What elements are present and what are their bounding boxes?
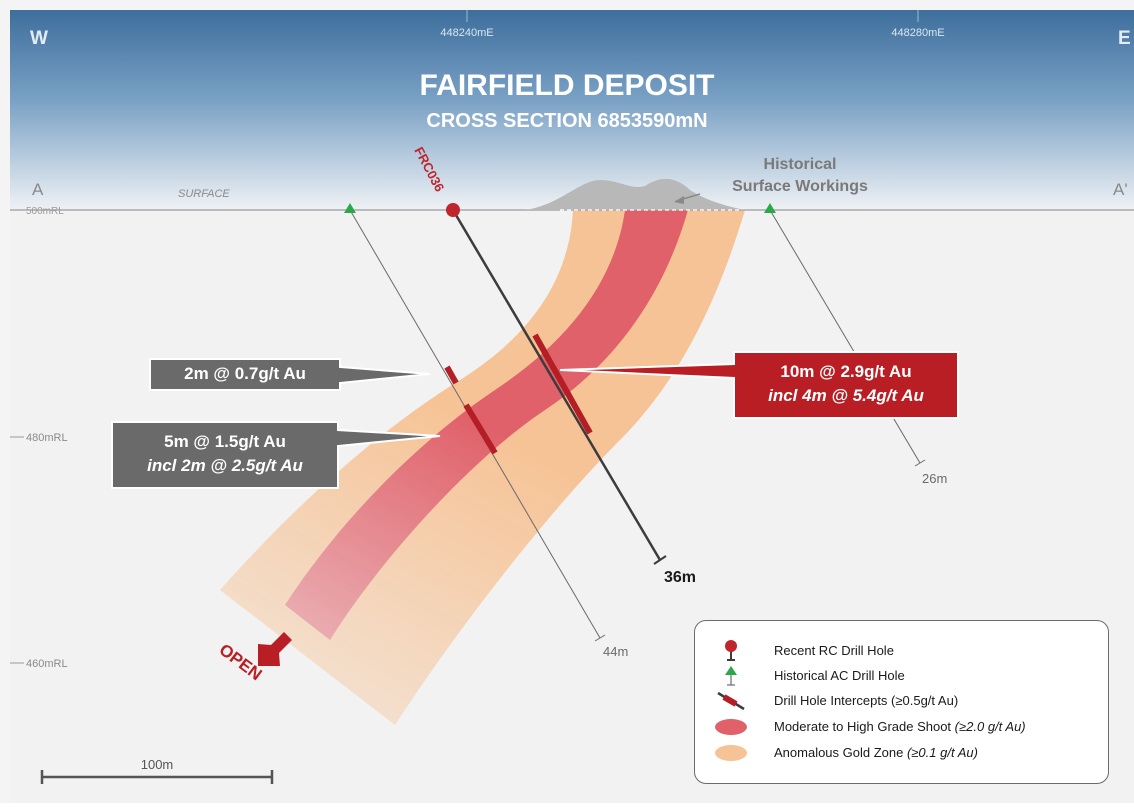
historical-ac-hole-26m: [769, 209, 921, 464]
recent-rc-collar: [446, 203, 460, 217]
open-arrow: [258, 632, 292, 666]
high-grade-shoot: [285, 210, 688, 640]
depth-label-26m: 26m: [922, 471, 947, 486]
legend-label-anomalous-note: (≥0.1 g/t Au): [906, 745, 978, 760]
legend-item-recent-rc: Recent RC Drill Hole: [695, 639, 1108, 663]
easting-label-1: 448240mE: [440, 27, 493, 39]
intercept-1-line1: 2m @ 0.7g/t Au: [184, 364, 306, 383]
section-start-label: A: [32, 180, 44, 199]
callout-box-2: [111, 421, 441, 489]
intercept-2-line2: incl 2m @ 2.5g/t Au: [147, 456, 303, 475]
legend-label-high-grade: Moderate to High Grade Shoot (≥2.0 g/t A…: [774, 719, 1026, 734]
intercept-3-line2: incl 4m @ 5.4g/t Au: [768, 386, 924, 405]
historical-ac-collar-2: [764, 203, 776, 213]
sky-band: [10, 10, 1134, 213]
high-grade-shoot-icon: [715, 719, 747, 735]
intercept-3-line1: 10m @ 2.9g/t Au: [780, 362, 912, 381]
recent-rc-hole-icon: [725, 640, 737, 661]
rl-label-460: 460mRL: [26, 658, 68, 670]
historical-ac-hole-icon: [725, 666, 737, 686]
legend-label-intercepts: Drill Hole Intercepts (≥0.5g/t Au): [774, 693, 959, 708]
historical-ac-hole-26m-end: [914, 459, 926, 467]
legend-label-recent-rc: Recent RC Drill Hole: [774, 643, 894, 658]
callout-text-2: 5m @ 1.5g/t Au incl 2m @ 2.5g/t Au: [112, 430, 338, 478]
callout-text-1: 2m @ 0.7g/t Au: [150, 362, 340, 386]
recent-rc-hole-end: [653, 555, 667, 565]
intercept-bar-3: [532, 333, 593, 435]
legend: Recent RC Drill Hole Historical AC Drill…: [694, 620, 1109, 784]
east-label: E: [1118, 28, 1131, 49]
workings-pointer-arrow: [674, 196, 684, 204]
legend-label-high-grade-main: Moderate to High Grade Shoot: [774, 719, 955, 734]
anomalous-zone-icon: [715, 745, 747, 761]
historical-workings-mound: [525, 178, 745, 210]
legend-item-historical-ac: Historical AC Drill Hole: [695, 664, 1108, 688]
easting-label-2: 448280mE: [891, 27, 944, 39]
intercept-2-line1: 5m @ 1.5g/t Au: [164, 432, 286, 451]
rl-label-480: 480mRL: [26, 432, 68, 444]
rl-label-500: 500mRL: [26, 206, 64, 217]
intercept-icon: [717, 691, 745, 711]
legend-item-anomalous: Anomalous Gold Zone (≥0.1 g/t Au): [695, 741, 1108, 765]
historical-ac-collar-1: [344, 203, 356, 213]
depth-label-44m: 44m: [603, 644, 628, 659]
legend-item-intercepts: Drill Hole Intercepts (≥0.5g/t Au): [695, 689, 1108, 713]
legend-label-historical-ac: Historical AC Drill Hole: [774, 668, 905, 683]
historical-ac-hole-44m-end: [594, 634, 606, 642]
callout-text-3: 10m @ 2.9g/t Au incl 4m @ 5.4g/t Au: [734, 360, 958, 408]
figure-title: FAIRFIELD DEPOSIT: [419, 69, 714, 102]
workings-label-1: Historical: [764, 156, 837, 173]
figure-subtitle: CROSS SECTION 6853590mN: [426, 110, 707, 132]
intercept-bar-2: [463, 403, 498, 455]
workings-label-2: Surface Workings: [732, 178, 868, 195]
legend-label-anomalous: Anomalous Gold Zone (≥0.1 g/t Au): [774, 745, 978, 760]
scale-bar-label: 100m: [141, 757, 174, 772]
legend-label-high-grade-note: (≥2.0 g/t Au): [954, 719, 1026, 734]
intercept-bar-1: [444, 365, 459, 385]
callout-box-3: [559, 351, 959, 419]
west-label: W: [30, 28, 48, 49]
surface-label: SURFACE: [178, 188, 230, 200]
recent-rc-hole-frc036: [451, 209, 662, 561]
callout-box-1: [149, 358, 431, 391]
section-end-label: A': [1113, 180, 1128, 199]
legend-item-high-grade: Moderate to High Grade Shoot (≥2.0 g/t A…: [695, 715, 1108, 739]
legend-label-anomalous-main: Anomalous Gold Zone: [774, 745, 907, 760]
depth-label-36m: 36m: [664, 569, 696, 586]
